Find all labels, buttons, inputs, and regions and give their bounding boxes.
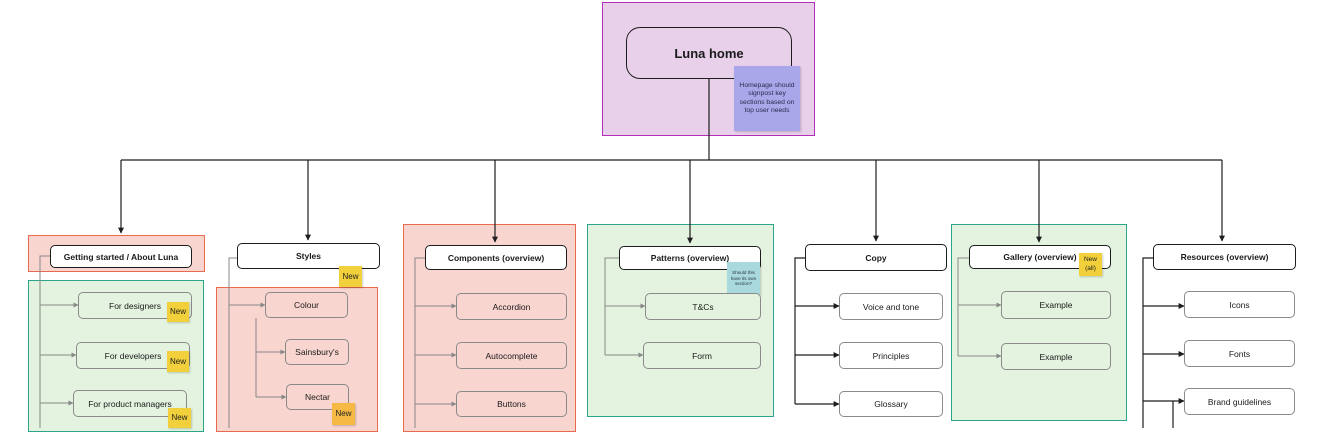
colour-node[interactable]: Colour <box>265 292 348 318</box>
resources-label: Resources (overview) <box>1180 252 1269 262</box>
patterns-note-text: Should this have its own section? <box>730 269 757 287</box>
form-label: Form <box>692 350 712 361</box>
for-developers-new-tag[interactable]: New <box>167 351 189 372</box>
buttons-label: Buttons <box>497 399 526 409</box>
styles-new-text: New <box>342 271 359 281</box>
gallery-example-1-node[interactable]: Example <box>1001 291 1111 319</box>
homepage-note-sticky[interactable]: Homepage should signpost key sections ba… <box>734 66 800 131</box>
gallery-example-1-label: Example <box>1039 300 1073 310</box>
for-designers-new-text: New <box>169 307 186 316</box>
for-developers-label: For developers <box>104 350 162 361</box>
voice-and-tone-node[interactable]: Voice and tone <box>839 293 943 320</box>
principles-label: Principles <box>872 350 910 361</box>
form-node[interactable]: Form <box>643 342 761 369</box>
for-product-managers-label: For product managers <box>88 398 172 409</box>
tcs-node[interactable]: T&Cs <box>645 293 761 320</box>
sainsburys-node[interactable]: Sainsbury's <box>285 339 349 365</box>
components-label: Components (overview) <box>447 252 545 263</box>
luna-home-label: Luna home <box>674 45 744 61</box>
styles-node[interactable]: Styles <box>237 243 380 269</box>
for-product-managers-new-text: New <box>171 413 188 422</box>
homepage-note-text: Homepage should signpost key sections ba… <box>739 81 795 114</box>
voice-and-tone-label: Voice and tone <box>862 301 920 312</box>
icons-node[interactable]: Icons <box>1184 291 1295 318</box>
glossary-label: Glossary <box>874 399 908 409</box>
autocomplete-node[interactable]: Autocomplete <box>456 342 567 369</box>
fonts-node[interactable]: Fonts <box>1184 340 1295 367</box>
nectar-new-tag[interactable]: New <box>332 403 355 425</box>
patterns-note-sticky[interactable]: Should this have its own section? <box>727 262 760 295</box>
accordion-node[interactable]: Accordion <box>456 293 567 320</box>
for-product-managers-new-tag[interactable]: New <box>168 408 191 428</box>
getting-started-label: Getting started / About Luna <box>63 251 179 262</box>
getting-started-node[interactable]: Getting started / About Luna <box>50 245 192 268</box>
sainsburys-label: Sainsbury's <box>295 347 339 357</box>
fonts-label: Fonts <box>1228 348 1251 359</box>
gallery-new-all-tag[interactable]: New (all) <box>1079 253 1102 276</box>
principles-node[interactable]: Principles <box>839 342 943 369</box>
copy-label: Copy <box>865 252 887 263</box>
gallery-example-2-label: Example <box>1039 351 1073 362</box>
nectar-new-text: New <box>335 409 352 418</box>
glossary-node[interactable]: Glossary <box>839 391 943 417</box>
for-product-managers-node[interactable]: For product managers <box>73 390 187 417</box>
brand-guidelines-label: Brand guidelines <box>1207 396 1272 407</box>
colour-label: Colour <box>293 300 320 310</box>
gallery-label: Gallery (overview) <box>1003 252 1077 262</box>
components-node[interactable]: Components (overview) <box>425 245 567 270</box>
brand-guidelines-node[interactable]: Brand guidelines <box>1184 388 1295 415</box>
resources-node[interactable]: Resources (overview) <box>1153 244 1296 270</box>
styles-label: Styles <box>295 251 322 261</box>
tcs-label: T&Cs <box>692 301 714 312</box>
for-designers-label: For designers <box>109 300 161 311</box>
styles-new-tag[interactable]: New <box>339 266 362 287</box>
patterns-label: Patterns (overview) <box>650 253 730 263</box>
for-developers-new-text: New <box>169 356 186 366</box>
gallery-example-2-node[interactable]: Example <box>1001 343 1111 370</box>
icons-label: Icons <box>1229 299 1250 310</box>
for-designers-new-tag[interactable]: New <box>167 302 189 322</box>
nectar-label: Nectar <box>304 392 331 402</box>
autocomplete-label: Autocomplete <box>485 350 538 361</box>
gallery-new-all-text: New (all) <box>1083 256 1097 272</box>
patterns-node[interactable]: Patterns (overview) <box>619 246 761 270</box>
accordion-label: Accordion <box>492 301 531 312</box>
buttons-node[interactable]: Buttons <box>456 391 567 417</box>
copy-node[interactable]: Copy <box>805 244 947 271</box>
